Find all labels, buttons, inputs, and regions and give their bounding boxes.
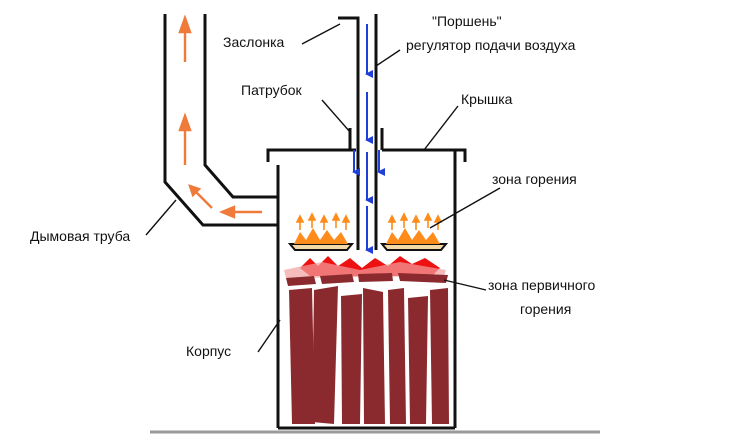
primary-zone-label-line1: зона первичного bbox=[488, 277, 595, 293]
combustion-zone-label: зона горения bbox=[492, 171, 577, 187]
lid-label: Крышка bbox=[461, 91, 513, 107]
leader-lines bbox=[145, 23, 501, 353]
air-flow-arrows bbox=[352, 24, 385, 254]
flame-arrows bbox=[295, 212, 443, 230]
damper-label: Заслонка bbox=[223, 34, 285, 50]
up-arrow-icon bbox=[178, 14, 192, 62]
smoke-arrow-icon bbox=[218, 205, 262, 219]
smoke-flow-arrows bbox=[178, 14, 262, 219]
piston-tube bbox=[338, 14, 384, 250]
up-arrow-icon bbox=[178, 112, 192, 165]
smoke-arrow-icon bbox=[188, 184, 213, 209]
combustion-flames bbox=[294, 228, 440, 244]
stove-lid bbox=[266, 148, 467, 162]
chimney-pipe bbox=[163, 14, 278, 227]
chimney-label: Дымовая труба bbox=[30, 228, 130, 244]
pipe-branch-label: Патрубок bbox=[241, 82, 303, 98]
stove-body bbox=[276, 150, 457, 430]
piston-title-label: "Поршень" bbox=[432, 13, 502, 29]
piston-subtitle-label: регулятор подачи воздуха bbox=[406, 37, 576, 53]
body-label: Корпус bbox=[186, 343, 231, 359]
firewood-logs bbox=[286, 273, 449, 424]
primary-zone-label-line2: горения bbox=[520, 301, 571, 317]
